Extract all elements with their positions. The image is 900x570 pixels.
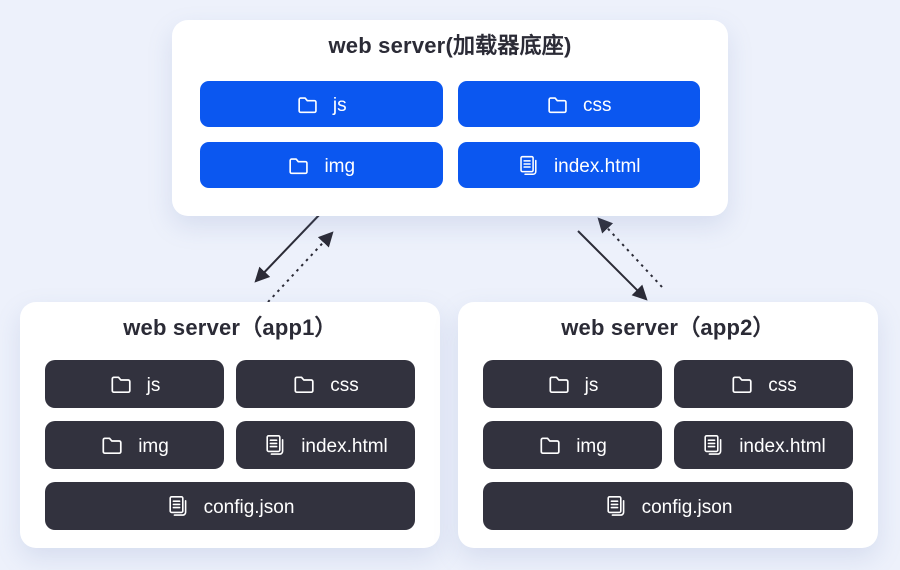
file-icon (704, 434, 722, 455)
folder-icon (732, 376, 752, 394)
file-icon (520, 155, 537, 175)
file-icon (266, 434, 284, 455)
arrow-loader-to-app2 (577, 230, 648, 301)
arrow-loader-to-app1 (254, 211, 323, 283)
folder-icon (298, 96, 317, 113)
node-label: img (138, 435, 169, 457)
node-label: js (584, 374, 599, 396)
node-app1-index-html: index.html (236, 421, 415, 469)
node-app1-js: js (45, 360, 224, 408)
folder-icon (548, 96, 567, 113)
node-label: img (576, 435, 607, 457)
node-label: index.html (301, 435, 388, 457)
node-loader-css: css (457, 81, 700, 127)
node-label: css (583, 94, 612, 116)
node-grid-app2: js css img (483, 360, 853, 530)
node-label: config.json (203, 496, 295, 518)
node-loader-index-html: index.html (457, 142, 700, 188)
server-card-loader: web server(加载器底座) js css img (172, 20, 728, 216)
node-app1-config-json: config.json (45, 482, 415, 530)
arrow-app2-to-loader (597, 217, 663, 288)
node-app2-index-html: index.html (674, 421, 853, 469)
node-label: js (332, 94, 347, 116)
node-label: js (146, 374, 161, 396)
file-icon (168, 495, 186, 516)
node-label: index.html (553, 155, 641, 177)
server-title-app1: web server（app1） (123, 315, 337, 340)
node-app1-css: css (236, 360, 415, 408)
node-grid-loader: js css img (200, 81, 700, 188)
node-app2-img: img (483, 421, 662, 469)
folder-icon (289, 157, 309, 174)
file-icon (606, 495, 624, 516)
folder-icon (540, 437, 560, 455)
node-app2-config-json: config.json (483, 482, 853, 530)
node-label: config.json (641, 496, 733, 518)
node-label: img (324, 155, 356, 177)
folder-icon (294, 376, 314, 394)
server-title-loader: web server(加载器底座) (328, 33, 572, 58)
server-card-app1: web server（app1） js css img (20, 302, 440, 548)
arrow-app1-to-loader (267, 231, 334, 303)
folder-icon (549, 376, 569, 394)
node-loader-img: img (200, 142, 443, 188)
server-title-app2: web server（app2） (561, 315, 775, 340)
node-app2-css: css (674, 360, 853, 408)
folder-icon (102, 437, 122, 455)
server-card-app2: web server（app2） js css img (458, 302, 878, 548)
node-label: css (330, 374, 359, 396)
node-label: css (768, 374, 797, 396)
node-app1-img: img (45, 421, 224, 469)
node-app2-js: js (483, 360, 662, 408)
folder-icon (111, 376, 131, 394)
node-loader-js: js (200, 81, 443, 127)
node-label: index.html (739, 435, 826, 457)
node-grid-app1: js css img (45, 360, 415, 530)
